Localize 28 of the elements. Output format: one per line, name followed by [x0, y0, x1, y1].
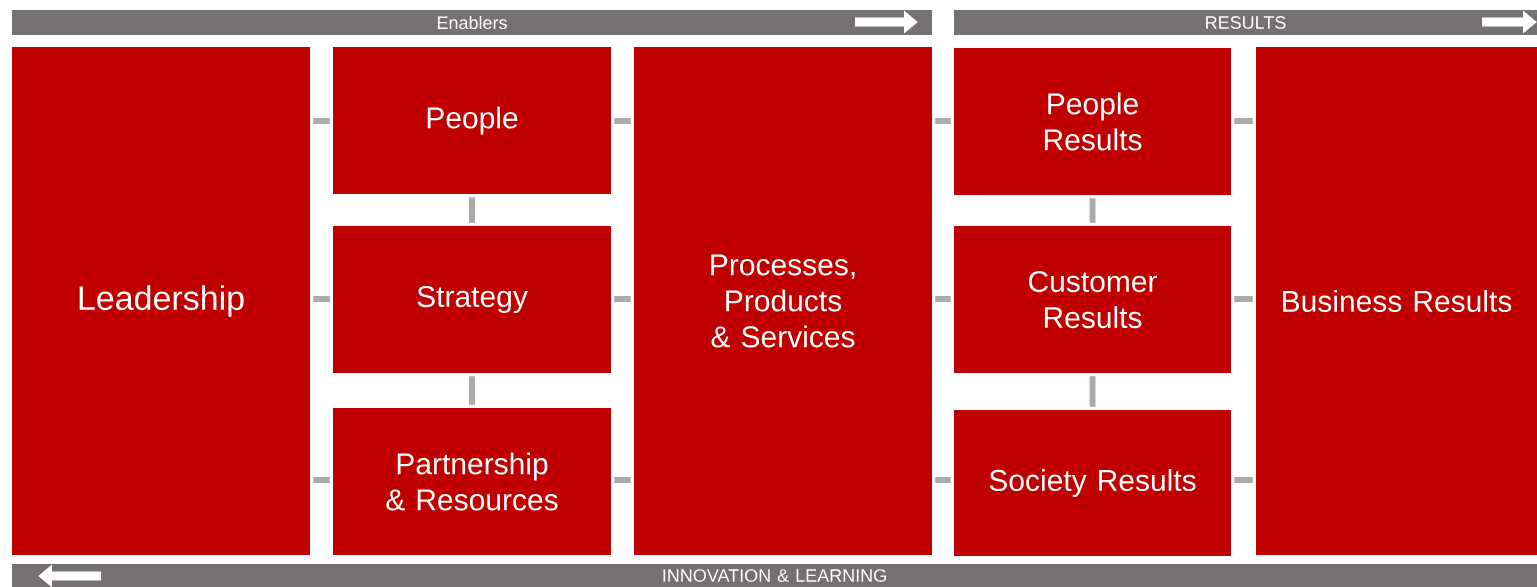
connector-bar [935, 296, 951, 302]
criterion-box: Strategy [333, 226, 611, 373]
criterion-box: Leadership [12, 47, 310, 555]
connector-bar [935, 118, 951, 124]
connector-bar [313, 477, 330, 483]
connector-bar [1234, 118, 1253, 124]
criterion-box: Partnership & Resources [333, 408, 611, 555]
connector-bar [1234, 296, 1253, 302]
connector-bar [1089, 198, 1096, 223]
criterion-box: People Results [954, 48, 1231, 195]
connector-bar [614, 118, 631, 124]
criterion-box: People [333, 47, 611, 194]
connector-bar [313, 118, 330, 124]
connector-bar [469, 376, 475, 405]
connector-bar [1089, 376, 1096, 407]
criterion-box: Processes, Products & Services [634, 47, 932, 555]
connector-bar [313, 296, 330, 302]
connector-bar [469, 197, 475, 223]
connector-bar [935, 477, 951, 483]
connector-bar [614, 477, 631, 483]
banner-bar: Enablers [12, 10, 932, 35]
banner-bar: RESULTS [954, 10, 1537, 35]
criterion-box: Society Results [954, 410, 1231, 556]
connector-bar [614, 296, 631, 302]
connector-bar [1234, 477, 1253, 483]
banner-bar: INNOVATION & LEARNING [12, 564, 1537, 587]
criterion-box: Customer Results [954, 226, 1231, 373]
criterion-box: Business Results [1256, 47, 1537, 555]
